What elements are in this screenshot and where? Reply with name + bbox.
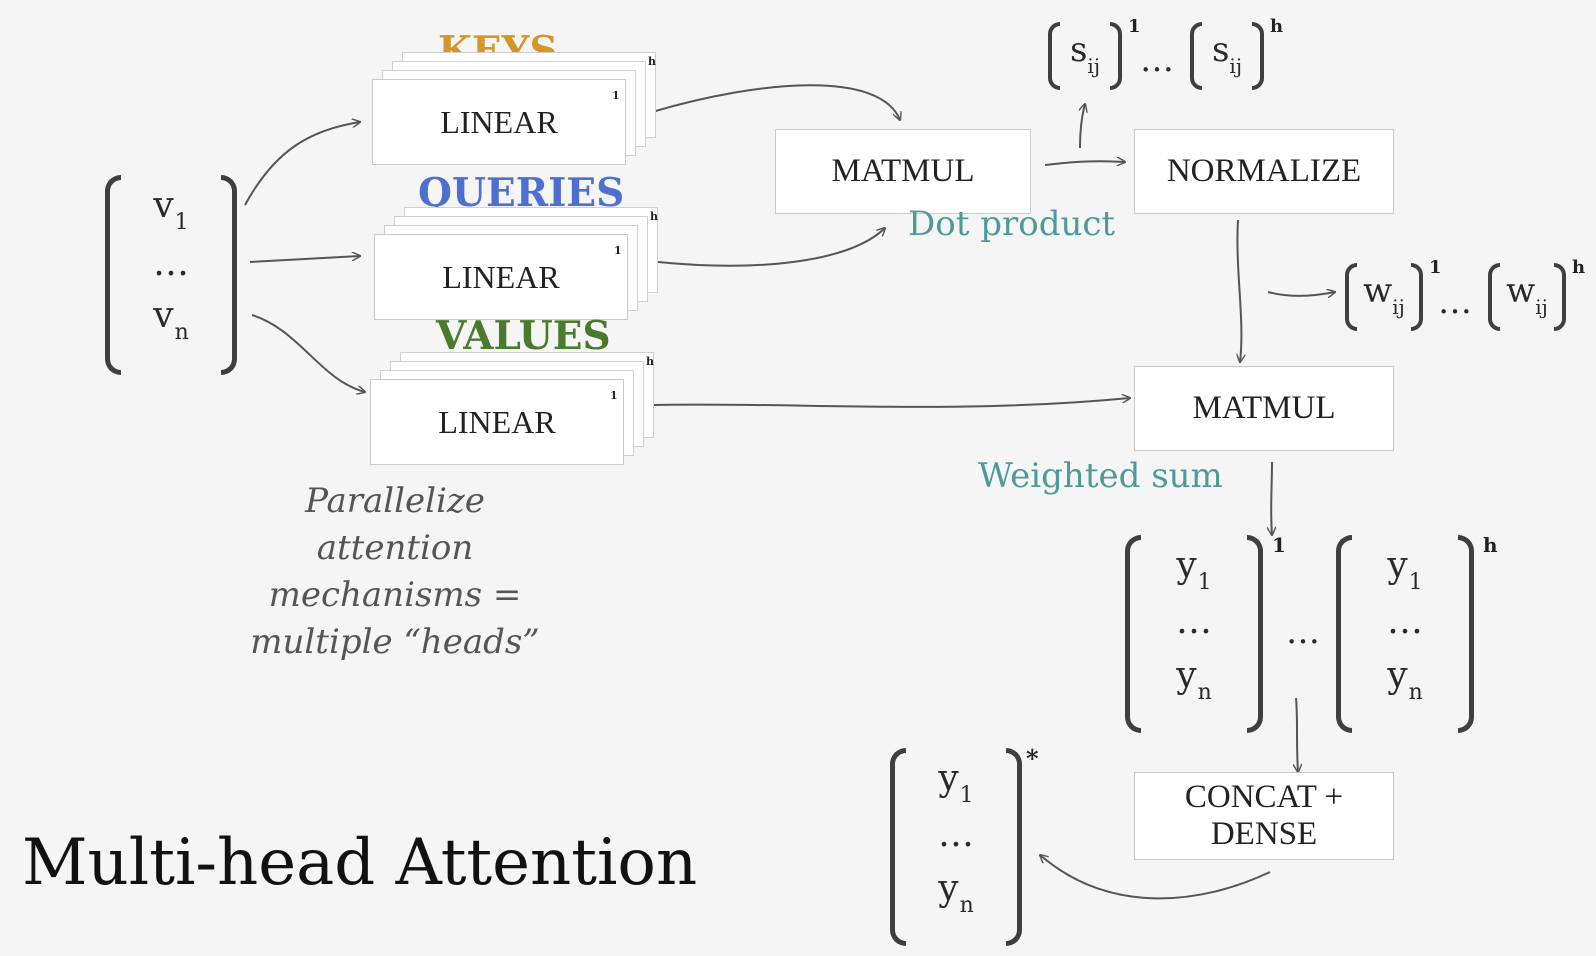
weighted-sum-caption: Weighted sum xyxy=(978,456,1223,496)
heads-ellipsis: … xyxy=(1286,612,1320,652)
values-heading: VALUES xyxy=(436,313,611,359)
final-output-vector: y1 … yn * xyxy=(890,744,1039,946)
queries-linear-box: LINEAR xyxy=(374,234,628,320)
left-bracket xyxy=(1336,535,1352,733)
arrow-normalize-to-weights xyxy=(1267,292,1335,296)
normalize-label: NORMALIZE xyxy=(1166,153,1362,190)
note-line: Parallelize xyxy=(305,481,485,521)
matmul-dot-product-box: MATMUL xyxy=(775,129,1031,214)
keys-index-h: h xyxy=(648,55,656,68)
note-line: mechanisms = xyxy=(268,575,522,615)
left-bracket xyxy=(1345,263,1357,331)
output-sup: * xyxy=(1026,744,1039,773)
right-bracket xyxy=(1006,748,1022,946)
score-ellipsis: … xyxy=(1140,40,1174,80)
arrow-values-to-matmul2 xyxy=(651,398,1130,408)
right-bracket xyxy=(1411,263,1423,331)
right-bracket xyxy=(1247,535,1263,733)
keys-index-1: 1 xyxy=(612,89,620,102)
right-bracket xyxy=(1554,263,1566,331)
score-sup-last: h xyxy=(1270,16,1284,37)
note-line: multiple “heads” xyxy=(250,622,540,662)
headh-ellipsis: … xyxy=(1387,601,1423,642)
left-bracket xyxy=(1048,22,1060,90)
right-bracket xyxy=(1458,535,1474,733)
dense-label: DENSE xyxy=(1210,816,1318,852)
input-vn: vn xyxy=(153,295,189,345)
head1-yn: yn xyxy=(1176,655,1212,705)
keys-linear-box: LINEAR xyxy=(372,79,626,165)
note-line: attention xyxy=(316,528,474,568)
arrow-heads-to-concat xyxy=(1296,697,1298,772)
arrow-queries-to-matmul xyxy=(657,228,885,267)
weight-symbol: wij xyxy=(1363,271,1405,319)
output-y1: y1 xyxy=(938,758,974,808)
page-title: Multi-head Attention xyxy=(22,826,698,900)
right-bracket xyxy=(1110,22,1122,90)
arrow-matmul2-to-heads xyxy=(1271,461,1272,535)
headh-yn: yn xyxy=(1387,655,1423,705)
arrow-input-to-values xyxy=(251,314,365,392)
arrow-matmul-to-normalize xyxy=(1044,161,1125,165)
arrow-normalize-to-matmul2 xyxy=(1237,219,1241,362)
weight-sup-first: 1 xyxy=(1429,257,1442,278)
arrow-matmul-to-scores xyxy=(1080,104,1085,149)
left-bracket xyxy=(1125,535,1141,733)
values-index-1: 1 xyxy=(610,389,618,402)
values-linear-box: LINEAR xyxy=(370,379,624,465)
values-linear-stack: LINEAR h 1 xyxy=(370,352,660,467)
values-index-h: h xyxy=(646,355,654,368)
output-yn: yn xyxy=(938,868,974,918)
queries-linear-label: LINEAR xyxy=(442,258,560,295)
score-symbol: sij xyxy=(1211,30,1243,78)
right-bracket xyxy=(1252,22,1264,90)
arrow-input-to-queries xyxy=(249,256,360,263)
score-sup-first: 1 xyxy=(1128,16,1141,37)
head1-y1: y1 xyxy=(1176,545,1212,595)
head1-sup: 1 xyxy=(1272,533,1286,557)
queries-linear-stack: LINEAR h 1 xyxy=(374,207,664,322)
keys-linear-label: LINEAR xyxy=(440,103,558,140)
headh-y1: y1 xyxy=(1387,545,1423,595)
matmul-weighted-sum-box: MATMUL xyxy=(1134,366,1394,451)
concat-dense-box: CONCAT + DENSE xyxy=(1134,772,1394,860)
input-ellipsis: … xyxy=(153,243,189,284)
score-matrix-first: sij 1 xyxy=(1048,16,1141,90)
head1-ellipsis: … xyxy=(1176,601,1212,642)
arrow-concat-to-output xyxy=(1040,855,1271,900)
output-ellipsis: … xyxy=(938,814,974,855)
head-output-last: y1 … yn h xyxy=(1336,533,1498,733)
queries-index-h: h xyxy=(650,210,658,223)
weight-ellipsis: … xyxy=(1438,282,1472,322)
left-bracket xyxy=(890,748,906,946)
input-vector: v1 … vn xyxy=(105,175,237,375)
score-symbol: sij xyxy=(1069,30,1101,78)
left-bracket xyxy=(105,175,121,375)
normalize-box: NORMALIZE xyxy=(1134,129,1394,214)
weight-sup-last: h xyxy=(1572,257,1586,278)
queries-index-1: 1 xyxy=(614,244,622,257)
dot-product-caption: Dot product xyxy=(908,204,1116,244)
score-matrix-last: sij h xyxy=(1190,16,1283,90)
parallelize-note: Parallelize attention mechanisms = multi… xyxy=(220,478,570,666)
right-bracket xyxy=(221,175,237,375)
matmul-label: MATMUL xyxy=(831,153,975,190)
weight-matrix-first: wij 1 xyxy=(1345,257,1442,331)
head-output-first: y1 … yn 1 xyxy=(1125,533,1286,733)
left-bracket xyxy=(1190,22,1202,90)
matmul-label: MATMUL xyxy=(1192,390,1336,427)
headh-sup: h xyxy=(1483,533,1498,557)
weight-symbol: wij xyxy=(1506,271,1548,319)
values-linear-label: LINEAR xyxy=(438,403,556,440)
arrow-input-to-keys xyxy=(244,122,360,206)
keys-linear-stack: LINEAR h 1 xyxy=(372,52,662,167)
weight-matrix-last: wij h xyxy=(1488,257,1585,331)
input-v1: v1 xyxy=(153,185,189,235)
concat-label: CONCAT + xyxy=(1184,779,1344,816)
arrow-keys-to-matmul xyxy=(651,84,900,120)
left-bracket xyxy=(1488,263,1500,331)
